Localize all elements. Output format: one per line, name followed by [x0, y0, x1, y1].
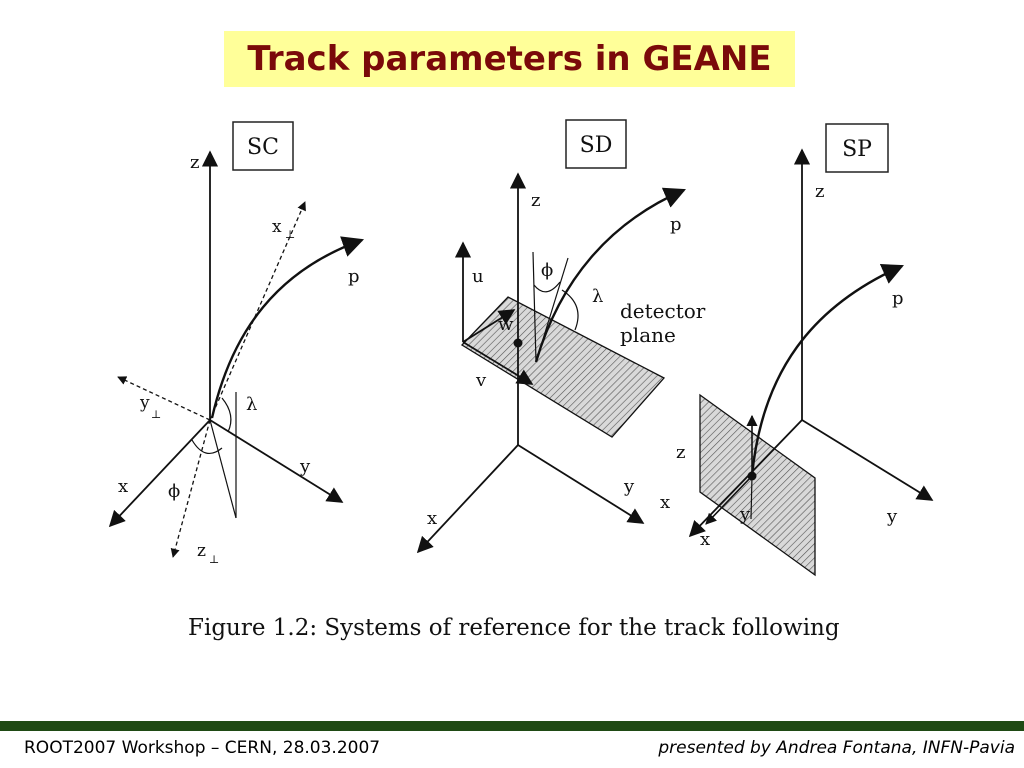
sc-lambda-arc [221, 397, 232, 433]
sp-local-x-axis [705, 475, 753, 525]
slide-title: Track parameters in GEANE [247, 39, 772, 79]
sd-w-axis [462, 309, 516, 343]
sd-phi-arc [533, 281, 561, 293]
sd-y-axis [517, 444, 645, 524]
sc-momentum-track [210, 236, 365, 419]
sc-yperp-label: y [139, 393, 150, 413]
sc-x-axis [108, 419, 211, 528]
sc-zperp-label: z [197, 541, 206, 561]
sc-y-axis [209, 419, 344, 503]
sd-origin-dot [513, 338, 523, 348]
sc-box-label: SC [247, 135, 279, 160]
sd-u-label: u [472, 266, 484, 287]
sd-momentum-track [534, 187, 686, 363]
panel-sd: SD z x y u w v ϕ λ p detector plane [416, 119, 706, 554]
sp-box [825, 123, 889, 173]
panel-sp: SP z y x z x y p [660, 123, 934, 577]
sp-local-z-label: z [676, 442, 685, 463]
sc-phi-arc [191, 439, 223, 455]
sd-box-label: SD [580, 133, 613, 158]
sc-yperp-axis [117, 376, 211, 421]
sd-detector-label-line1: detector [620, 299, 706, 323]
sd-p-label: p [670, 214, 682, 235]
sc-z-label: z [190, 152, 199, 173]
sp-box-label: SP [842, 137, 872, 162]
sc-proj-line [209, 419, 237, 519]
sd-detector-plane [460, 296, 666, 438]
sc-p-label: p [348, 266, 360, 287]
sc-box [232, 121, 294, 171]
sp-y-label: y [886, 506, 898, 527]
sc-x-label: x [118, 476, 128, 497]
sd-y-label: y [623, 476, 635, 497]
sd-detector-label-line2: plane [620, 323, 676, 347]
sd-w-label: w [498, 314, 514, 335]
sp-local-x-label: x [700, 529, 710, 550]
sc-xperp-label: x [272, 217, 282, 237]
footer-right-text: presented by Andrea Fontana, INFN-Pavia [658, 738, 1015, 758]
sc-lambda-label: λ [246, 394, 257, 415]
sp-y-axis [801, 419, 934, 501]
sc-phi-label: ϕ [168, 481, 180, 502]
sc-zperp-sub: ⊥ [209, 553, 219, 566]
sc-xperp-sub: ⊥ [285, 228, 295, 241]
sc-yperp-sub: ⊥ [151, 408, 161, 421]
sc-zperp-axis [170, 419, 211, 558]
figure-caption: Figure 1.2: Systems of reference for the… [188, 615, 840, 641]
sd-vertical-ref [532, 251, 537, 363]
sd-v-axis [462, 341, 534, 385]
sd-x-axis [416, 444, 519, 554]
sp-plane [699, 393, 816, 577]
title-box: Track parameters in GEANE [224, 31, 795, 87]
sd-z-label: z [531, 190, 540, 211]
sp-z-label: z [815, 181, 824, 202]
sp-x-label: x [660, 492, 670, 513]
footer-left-text: ROOT2007 Workshop – CERN, 28.03.2007 [24, 738, 381, 758]
sp-p-label: p [892, 288, 904, 309]
sp-local-y-label: y [739, 504, 751, 525]
sc-y-label: y [299, 456, 311, 477]
sp-momentum-track [750, 264, 904, 477]
sp-local-y-axis [750, 475, 753, 520]
sd-v-label: v [475, 370, 487, 391]
sd-x-label: x [427, 508, 437, 529]
sd-phi-label: ϕ [541, 260, 553, 281]
reference-systems-figure: SC z x y x ⊥ y ⊥ z ⊥ λ ϕ p SD [108, 119, 934, 641]
panel-sc: SC z x y x ⊥ y ⊥ z ⊥ λ ϕ p [108, 121, 365, 566]
sd-lambda-label: λ [592, 286, 603, 307]
sd-box [565, 119, 627, 169]
footer-bar [0, 721, 1024, 731]
sc-xperp-axis [209, 201, 306, 421]
